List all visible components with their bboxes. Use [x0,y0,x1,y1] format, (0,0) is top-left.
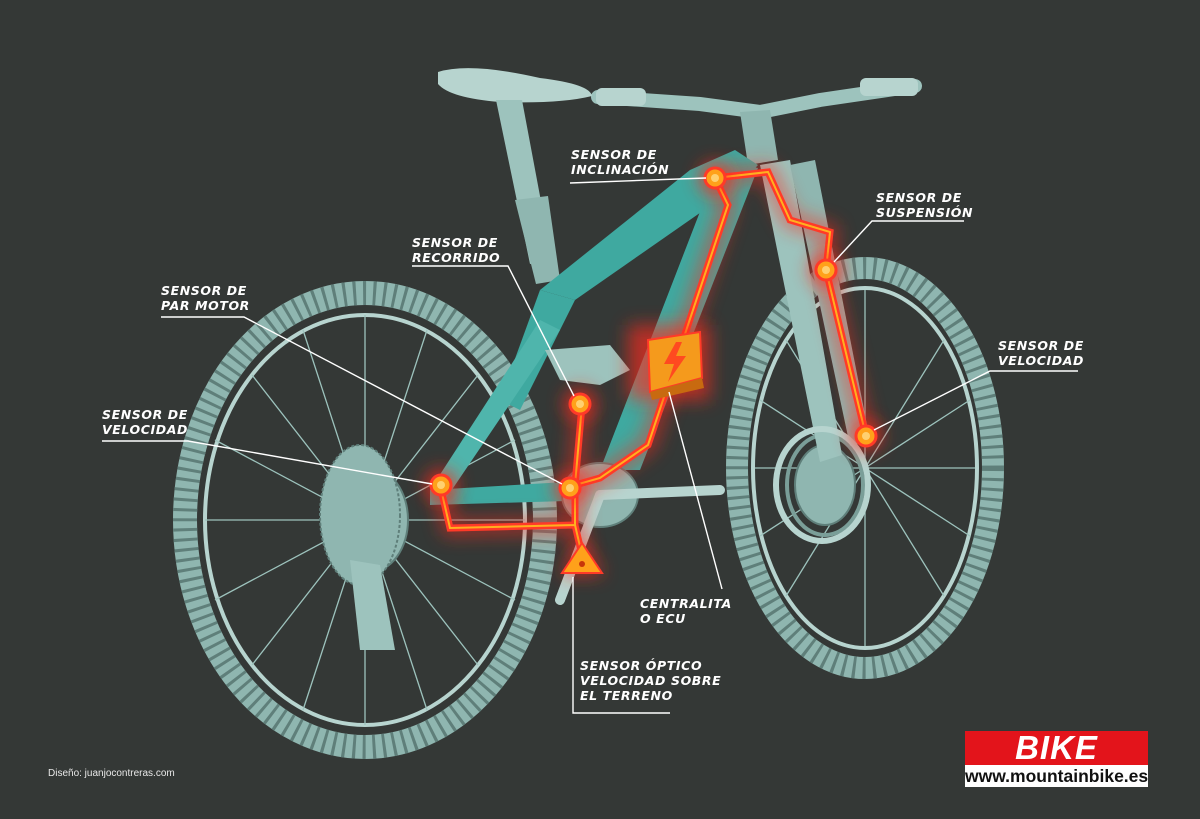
label-line: SENSOR DE [161,283,247,298]
leader-par-motor [161,316,563,485]
logo-url: www.mountainbike.es [965,765,1149,787]
label-line: SENSOR ÓPTICO [580,658,703,673]
label-line: PAR MOTOR [161,298,250,313]
label-line: SUSPENSIÓN [876,205,974,220]
sensor-node-par-motor [554,472,586,504]
leader-suspension [833,220,964,263]
leader-recorrido [412,265,575,397]
leader-optico [572,577,670,714]
label-line: VELOCIDAD [998,353,1085,368]
label-sensor-velocidad-rear: SENSOR DE VELOCIDAD [102,407,188,437]
leader-velocidad-front [873,370,1078,431]
label-line: VELOCIDAD SOBRE [580,673,722,688]
label-line: SENSOR DE [102,407,188,422]
logo-brand: BIKE [965,731,1148,765]
leader-lines [102,177,1078,714]
front-wheel [726,257,1004,679]
label-sensor-recorrido: SENSOR DE RECORRIDO [412,235,500,265]
label-line: SENSOR DE [998,338,1084,353]
leader-centralita [668,391,723,590]
label-sensor-optico: SENSOR ÓPTICO VELOCIDAD SOBRE EL TERRENO [580,658,721,703]
sensor-node-velocidad-rear [425,469,457,501]
leader-velocidad-rear [102,440,433,485]
design-credit: Diseño: juanjocontreras.com [48,768,175,779]
label-line: O ECU [640,611,686,626]
label-line: VELOCIDAD [102,422,189,437]
sensor-node-recorrido [564,388,596,420]
sensor-node-velocidad-front [850,420,882,452]
label-line: CENTRALITA [640,596,732,611]
leader-inclinacion [569,177,707,184]
bike-magazine-logo[interactable]: BIKE www.mountainbike.es [965,731,1148,787]
wiring-harness [432,163,874,557]
triangle-icon [560,540,604,575]
label-sensor-par-motor: SENSOR DE PAR MOTOR [161,283,250,313]
label-line: RECORRIDO [412,250,501,265]
label-sensor-suspension: SENSOR DE SUSPENSIÓN [876,190,973,220]
label-line: SENSOR DE [571,147,657,162]
label-line: INCLINACIÓN [571,162,670,177]
label-sensor-inclinacion: SENSOR DE INCLINACIÓN [571,147,669,177]
label-sensor-velocidad-front: SENSOR DE VELOCIDAD [998,338,1084,368]
label-line: SENSOR DE [876,190,962,205]
label-line: EL TERRENO [580,688,673,703]
sensor-node-inclinacion [699,162,731,194]
ecu-box [628,325,710,400]
label-centralita: CENTRALITA O ECU [640,596,732,626]
lightning-icon [664,342,686,382]
label-line: SENSOR DE [412,235,498,250]
